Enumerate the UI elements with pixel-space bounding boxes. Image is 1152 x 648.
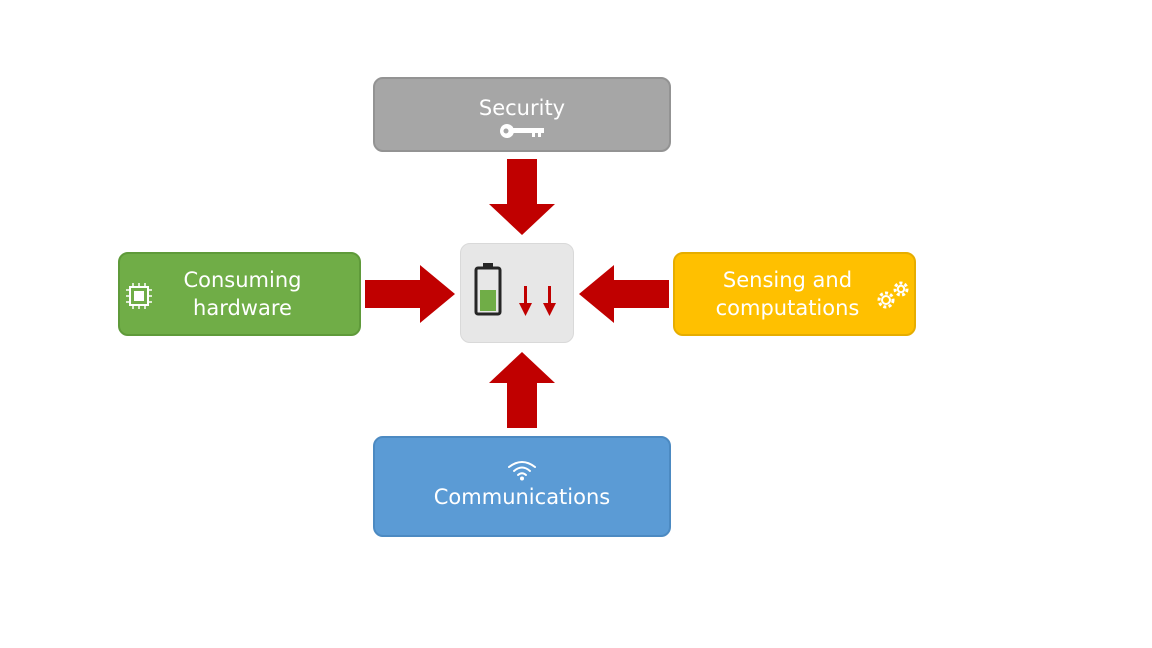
gears-icon (877, 281, 909, 309)
battery-drain-icon (474, 263, 556, 316)
security-node: Security (373, 77, 671, 152)
sensing-label: Sensing and computations (715, 268, 860, 320)
consuming-hardware-node: Consuming hardware (118, 252, 361, 336)
communications-label: Communications (433, 484, 611, 509)
chip-icon (126, 283, 152, 309)
arrow-security-to-center (489, 159, 555, 235)
security-label: Security (478, 95, 566, 120)
communications-node: Communications (373, 436, 671, 537)
arrow-sensing-to-center (579, 265, 669, 323)
consuming-hardware-label: Consuming hardware (183, 268, 302, 320)
arrow-hardware-to-center (365, 265, 455, 323)
wifi-icon (508, 460, 536, 480)
battery-center-node (460, 243, 574, 343)
key-icon (500, 123, 544, 138)
arrow-communications-to-center (489, 352, 555, 428)
sensing-node: Sensing and computations (673, 252, 916, 336)
